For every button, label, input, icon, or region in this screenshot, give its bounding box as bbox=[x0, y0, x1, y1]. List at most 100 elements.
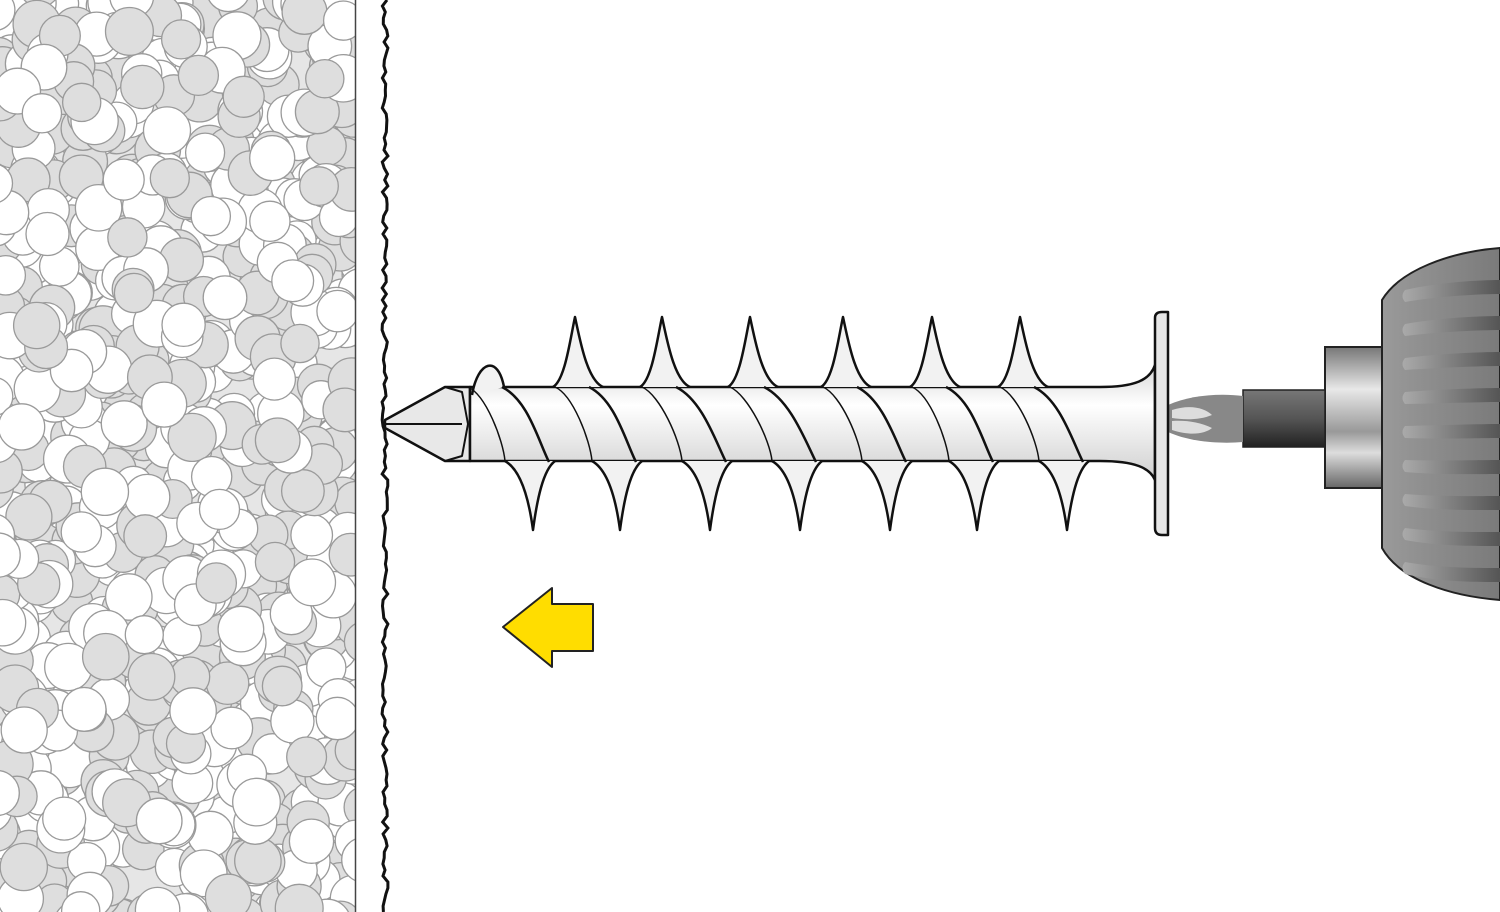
grip-rib bbox=[1402, 562, 1500, 583]
insulation-bead bbox=[104, 573, 153, 621]
insulation-bead bbox=[222, 75, 265, 118]
direction-arrow-left bbox=[502, 587, 594, 668]
thread-helix bbox=[856, 385, 908, 463]
insulation-bead bbox=[286, 736, 328, 778]
insulation-bead bbox=[322, 387, 355, 433]
insulation-bead bbox=[343, 788, 355, 827]
insulation-bead bbox=[102, 158, 145, 201]
insulation-bead bbox=[274, 883, 324, 912]
insulation-bead bbox=[208, 0, 249, 13]
insulation-bead bbox=[120, 64, 165, 110]
insulation-bead bbox=[74, 183, 123, 232]
grip-rib bbox=[1402, 388, 1500, 404]
thread-crest-top bbox=[727, 315, 779, 389]
thread-crest-bottom bbox=[681, 459, 733, 532]
insulation-bead bbox=[0, 842, 49, 892]
insulation-bead bbox=[0, 403, 46, 451]
insulation-bead bbox=[210, 706, 254, 750]
insulation-bead bbox=[5, 493, 53, 541]
insulation-bead bbox=[0, 377, 14, 416]
thread-crest-bottom bbox=[861, 459, 913, 532]
insulation-bead bbox=[61, 82, 102, 123]
thread-helix bbox=[588, 385, 638, 463]
drill bbox=[1168, 246, 1500, 602]
insulation-bead bbox=[288, 558, 337, 607]
thread-crest-top bbox=[552, 315, 604, 389]
insulation-bead bbox=[316, 289, 355, 333]
insulation-bead bbox=[271, 259, 315, 303]
insulation-bead bbox=[134, 886, 181, 912]
insulation-bead bbox=[107, 217, 148, 258]
insulation-bead bbox=[290, 513, 334, 557]
insulation-bead bbox=[80, 467, 130, 517]
insulation-bead bbox=[198, 488, 241, 531]
drill-bit-hex bbox=[1242, 389, 1326, 448]
insulation-beads bbox=[0, 0, 355, 912]
insulation-bead bbox=[42, 796, 87, 841]
thread-crest-bottom bbox=[591, 459, 643, 532]
thread-helix-back bbox=[911, 386, 950, 462]
thread-helix-back bbox=[729, 386, 773, 462]
thread-helix-back bbox=[822, 386, 863, 462]
insulation-bead bbox=[0, 0, 16, 31]
insulation-bead bbox=[104, 6, 154, 56]
insulation-layer bbox=[0, 0, 357, 912]
screw-threads bbox=[467, 315, 1090, 532]
grip-rib bbox=[1402, 352, 1500, 370]
insulation-bead bbox=[149, 158, 190, 199]
grip-rib bbox=[1402, 528, 1500, 547]
insulation-bead bbox=[280, 469, 325, 513]
insulation-bead bbox=[249, 200, 291, 243]
grip-rib bbox=[1402, 424, 1500, 439]
thread-helix-back bbox=[641, 386, 683, 462]
insulation-bead bbox=[305, 58, 345, 99]
insulation-bead bbox=[21, 93, 63, 134]
thread-crest-bottom bbox=[1038, 459, 1090, 532]
insulation-bead bbox=[343, 623, 355, 661]
insulation-bead bbox=[12, 301, 61, 350]
thread-helix bbox=[675, 385, 728, 463]
insulation-bead bbox=[0, 532, 21, 578]
insulation-bead bbox=[60, 511, 103, 553]
thread-crest-bottom bbox=[771, 459, 823, 532]
insulation-bead bbox=[254, 541, 296, 583]
thread-helix bbox=[501, 385, 551, 463]
screw-flange bbox=[1153, 310, 1170, 537]
thread-crest-top bbox=[820, 315, 872, 389]
insulation-bead bbox=[127, 652, 176, 701]
insulation-bead bbox=[123, 473, 171, 521]
insulation-bead bbox=[167, 412, 217, 463]
insulation-bead bbox=[202, 275, 248, 321]
insulation-bead bbox=[249, 134, 296, 182]
insulation-bead bbox=[123, 514, 168, 559]
thread-helix-back bbox=[554, 386, 593, 462]
grip-rib bbox=[1402, 494, 1500, 511]
thread-crest-bottom bbox=[948, 459, 1000, 532]
thread-crest-top bbox=[909, 315, 961, 389]
insulation-bead bbox=[161, 302, 206, 348]
insulation-bead bbox=[322, 0, 355, 41]
insulation-bead bbox=[100, 400, 148, 448]
wall-surface bbox=[380, 0, 390, 912]
thread-crest bbox=[470, 364, 506, 396]
drill-body bbox=[1381, 246, 1500, 602]
insulation-bead bbox=[141, 381, 188, 428]
insulation-bead bbox=[254, 417, 301, 464]
insulation-bead bbox=[341, 838, 355, 882]
insulation-bead bbox=[60, 891, 101, 912]
insulation-bead bbox=[177, 54, 220, 97]
insulation-bead bbox=[25, 211, 70, 257]
insulation-bead bbox=[113, 272, 155, 314]
insulation-bead bbox=[217, 605, 265, 653]
thread-crest-top bbox=[639, 315, 691, 389]
insulation-bead bbox=[124, 615, 164, 655]
insulation-bead bbox=[81, 632, 130, 681]
insulation-bead bbox=[232, 777, 281, 827]
insulation-bead bbox=[0, 164, 14, 203]
insulation-bead bbox=[315, 696, 355, 741]
insulation-bead bbox=[169, 687, 217, 735]
insulation-bead bbox=[142, 106, 192, 155]
thread-crest-top bbox=[997, 315, 1049, 389]
grip-rib bbox=[1402, 316, 1500, 336]
